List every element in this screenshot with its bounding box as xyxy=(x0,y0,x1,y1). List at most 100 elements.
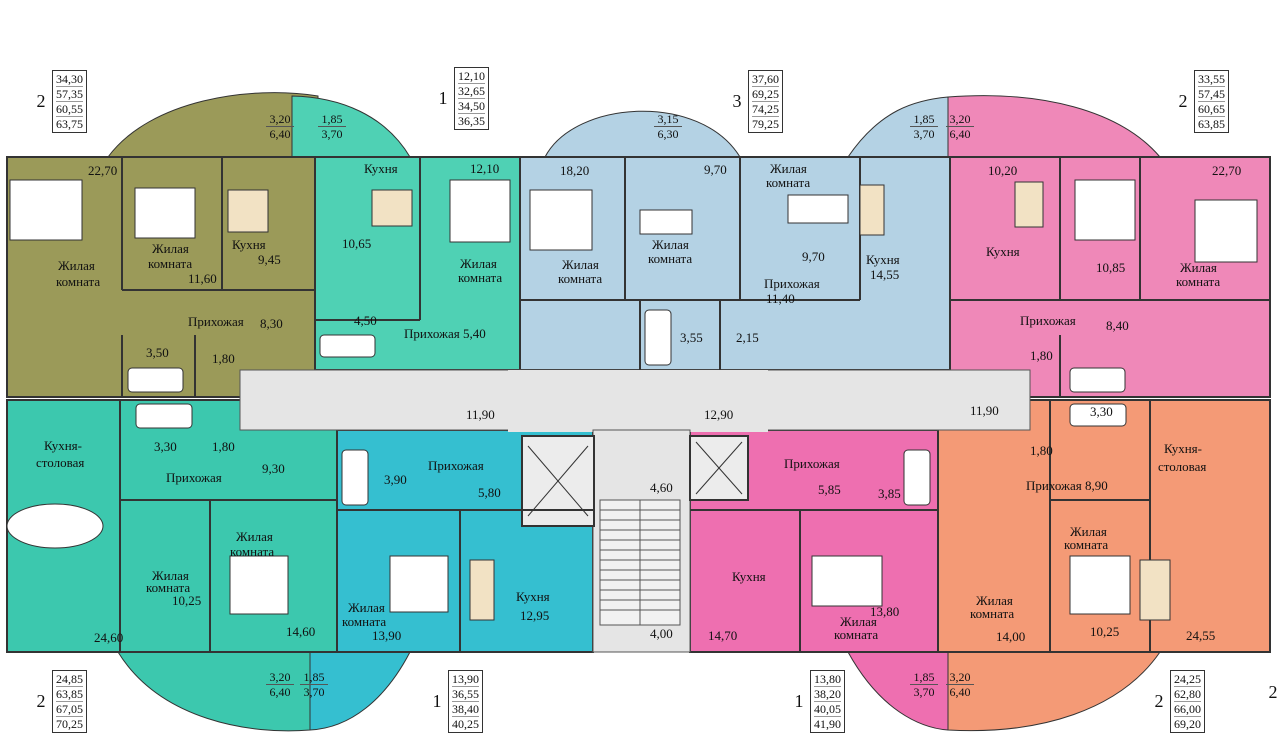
room-label: 12,95 xyxy=(520,608,549,623)
room-label: 14,00 xyxy=(996,629,1025,644)
room-label: Жилая xyxy=(1070,524,1107,539)
room-label: 1,80 xyxy=(212,351,235,366)
room-label: Жилая xyxy=(348,600,385,615)
room-count: 1 xyxy=(438,88,448,108)
room-label: комната xyxy=(230,544,274,559)
room-label: 1,80 xyxy=(212,439,235,454)
room-label: 12,90 xyxy=(704,407,733,422)
room-label: Кухня- xyxy=(44,438,82,453)
tables xyxy=(6,181,1171,621)
room-label: Жилая xyxy=(58,258,95,273)
room-label: Прихожая 5,40 xyxy=(404,326,486,341)
room-label: 3,30 xyxy=(1090,404,1113,419)
room-count: 1 xyxy=(794,691,804,711)
room-count: 2 xyxy=(36,91,46,111)
room-label: Прихожая xyxy=(188,314,244,329)
room-label: Жилая xyxy=(562,257,599,272)
room-label: столовая xyxy=(36,455,84,470)
room-count: 3 xyxy=(732,91,742,111)
room-label: 5,80 xyxy=(478,485,501,500)
room-count: 2 xyxy=(1268,682,1278,702)
room-label: 11,40 xyxy=(766,291,795,306)
room-label: 5,85 xyxy=(818,482,841,497)
room-label: 3,30 xyxy=(154,439,177,454)
area-list: 13,80 38,20 40,05 41,90 xyxy=(810,670,845,733)
room-label: 13,90 xyxy=(372,628,401,643)
lift-hall xyxy=(508,370,768,432)
room-label: комната xyxy=(648,251,692,266)
balcony-top-center xyxy=(544,110,741,158)
apt-info-bottom-edge: 2 xyxy=(1262,682,1280,703)
apt-info-top-blue: 3 37,60 69,25 74,25 79,25 xyxy=(726,70,783,133)
room-label: комната xyxy=(1176,274,1220,289)
area-list: 37,60 69,25 74,25 79,25 xyxy=(748,70,783,133)
room-label: 14,55 xyxy=(870,267,899,282)
room-label: Прихожая 8,90 xyxy=(1026,478,1108,493)
room-label: 10,65 xyxy=(342,236,371,251)
balcony-top-left xyxy=(107,92,319,158)
room-label: Жилая xyxy=(460,256,497,271)
room-label: Жилая xyxy=(840,614,877,629)
room-label: 14,60 xyxy=(286,624,315,639)
room-label: 3,85 xyxy=(878,486,901,501)
area-list: 24,85 63,85 67,05 70,25 xyxy=(52,670,87,733)
balcony-bottom-left xyxy=(117,651,311,732)
room-label: 9,30 xyxy=(262,461,285,476)
room-label: Кухня xyxy=(986,244,1020,259)
room-label: 9,70 xyxy=(704,162,727,177)
apt-info-top-left: 2 34,30 57,35 60,55 63,75 xyxy=(30,70,87,133)
apt-info-top-teal: 1 12,10 32,65 34,50 36,35 xyxy=(432,67,489,130)
room-label: комната xyxy=(970,606,1014,621)
interior-walls xyxy=(119,157,1270,652)
room-label: Кухня xyxy=(232,237,266,252)
room-label: 12,10 xyxy=(470,161,499,176)
room-label: Жилая xyxy=(152,568,189,583)
room-count: 2 xyxy=(36,691,46,711)
room-label: комната xyxy=(766,175,810,190)
apt-info-bottom-orange: 2 24,25 62,80 66,00 69,20 xyxy=(1148,670,1205,733)
apt-pink-top xyxy=(949,156,1271,398)
room-label: 3,90 xyxy=(384,472,407,487)
room-label: 24,60 xyxy=(94,630,123,645)
area-list: 34,30 57,35 60,55 63,75 xyxy=(52,70,87,133)
room-label: Жилая xyxy=(652,237,689,252)
apt-info-top-right: 2 33,55 57,45 60,65 63,85 xyxy=(1172,70,1229,133)
room-label: 8,40 xyxy=(1106,318,1129,333)
room-label: Прихожая xyxy=(1020,313,1076,328)
room-label: Жилая xyxy=(770,161,807,176)
room-label: 24,55 xyxy=(1186,628,1215,643)
room-label: 14,70 xyxy=(708,628,737,643)
room-label: Кухня xyxy=(732,569,766,584)
room-label: 8,30 xyxy=(260,316,283,331)
room-label: комната xyxy=(834,627,878,642)
room-count: 2 xyxy=(1154,691,1164,711)
room-label: 10,25 xyxy=(172,593,201,608)
room-label: комната xyxy=(342,614,386,629)
area-list: 13,90 36,55 38,40 40,25 xyxy=(448,670,483,733)
room-label: Прихожая xyxy=(764,276,820,291)
room-label: Жилая xyxy=(152,241,189,256)
room-label: комната xyxy=(1064,537,1108,552)
room-label: комната xyxy=(458,270,502,285)
area-list: 33,55 57,45 60,65 63,85 xyxy=(1194,70,1229,133)
room-label: 11,60 xyxy=(188,271,217,286)
room-label: Жилая xyxy=(1180,260,1217,275)
room-label: комната xyxy=(146,580,190,595)
room-label: комната xyxy=(148,256,192,271)
room-label: 1,80 xyxy=(1030,348,1053,363)
room-label: 11,90 xyxy=(466,407,495,422)
room-label: комната xyxy=(56,274,100,289)
room-label: 10,25 xyxy=(1090,624,1119,639)
room-label: 18,20 xyxy=(560,163,589,178)
room-label: Кухня- xyxy=(1164,441,1202,456)
room-label: комната xyxy=(558,271,602,286)
room-label: Кухня xyxy=(364,161,398,176)
balcony-top-right xyxy=(947,95,1162,158)
room-label: Прихожая xyxy=(428,458,484,473)
room-label: 22,70 xyxy=(1212,163,1241,178)
